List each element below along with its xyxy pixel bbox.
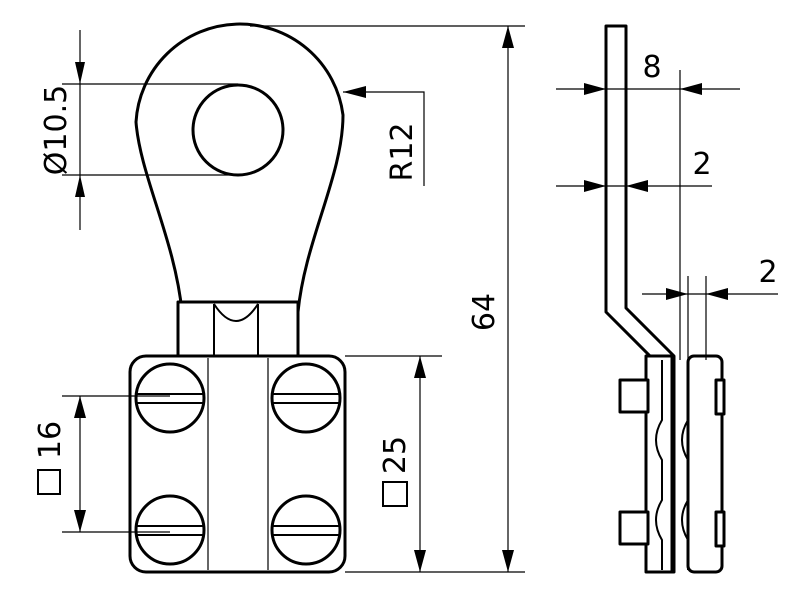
- square-outline-icon: [382, 481, 408, 507]
- dimension-plate-thickness: 2: [642, 255, 778, 360]
- hole-diameter-label: Ø10.5: [39, 85, 74, 175]
- dimension-strip-thickness: 2: [556, 147, 712, 192]
- strip-thickness-label: 2: [692, 147, 711, 182]
- radius-label: R12: [385, 122, 420, 181]
- side-screw-top: [618, 378, 650, 414]
- dimension-radius: R12: [343, 86, 425, 186]
- side-wave-conductor: [655, 360, 689, 570]
- side-nut-bottom: [714, 510, 726, 548]
- neck-block: [176, 300, 300, 364]
- front-view: [128, 22, 347, 574]
- square-16-label: 16: [33, 421, 68, 459]
- dimension-overall-height: 64: [250, 25, 525, 573]
- screw-bottom-right: [270, 494, 342, 566]
- dimension-side-width: 8: [556, 50, 740, 360]
- dimension-square-25: 25: [345, 355, 442, 572]
- plate-thickness-label: 2: [758, 255, 777, 290]
- side-view: [604, 24, 726, 574]
- dimension-square-16: 16: [33, 395, 170, 533]
- screw-top-right: [270, 362, 342, 434]
- neck-groove: [213, 303, 259, 358]
- overall-height-label: 64: [467, 293, 502, 331]
- mounting-hole: [191, 83, 285, 177]
- square-25-label: 25: [378, 436, 413, 474]
- side-screw-bottom: [618, 510, 650, 546]
- side-width-label: 8: [642, 50, 661, 85]
- screw-bottom-left: [134, 494, 206, 566]
- side-plate-back: [644, 354, 674, 574]
- side-strip: [604, 24, 676, 574]
- screw-top-left: [134, 362, 206, 434]
- square-outline-icon: [37, 469, 61, 495]
- side-nut-top: [714, 378, 726, 416]
- dimension-hole-diameter: Ø10.5: [39, 30, 238, 230]
